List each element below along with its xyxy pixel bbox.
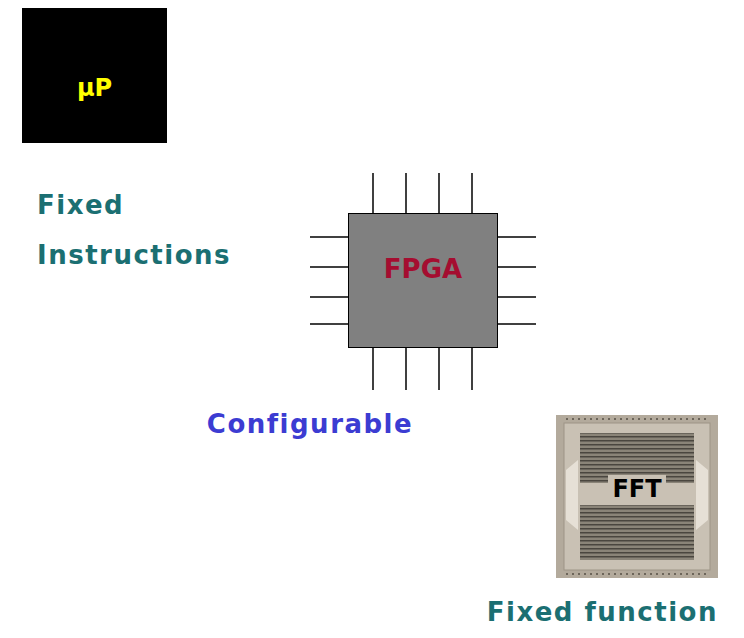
- pin: [498, 323, 536, 325]
- pin: [498, 296, 536, 298]
- pin: [471, 348, 473, 390]
- die-pads: [566, 418, 710, 420]
- pin: [405, 173, 407, 213]
- pin: [310, 236, 348, 238]
- chip-caption: Fixed Instructions: [37, 180, 267, 280]
- die-background: [556, 415, 718, 578]
- die-photo: [556, 415, 718, 578]
- pin: [310, 296, 348, 298]
- pin: [405, 348, 407, 390]
- pin: [372, 348, 374, 390]
- chip-pins: [310, 173, 536, 390]
- chip-caption: Fixed function: [380, 596, 718, 628]
- die-pads: [566, 573, 710, 575]
- fpga-chip: FPGA: [348, 213, 498, 348]
- die-io: [696, 460, 708, 530]
- pin: [498, 236, 536, 238]
- pin: [438, 348, 440, 390]
- pin: [438, 173, 440, 213]
- pin: [310, 266, 348, 268]
- die-core: [564, 423, 710, 570]
- pin: [498, 266, 536, 268]
- die-io: [566, 460, 578, 530]
- chip-name: μP: [77, 74, 112, 102]
- pin: [310, 323, 348, 325]
- die-array: [580, 505, 694, 560]
- chip-name: FPGA: [384, 254, 462, 284]
- fft-die: FFT: [556, 415, 718, 578]
- chip-caption: Configurable: [150, 408, 470, 440]
- pin: [372, 173, 374, 213]
- pin: [471, 173, 473, 213]
- chip-name: FFT: [608, 475, 665, 503]
- processor-chip: μP: [22, 8, 167, 143]
